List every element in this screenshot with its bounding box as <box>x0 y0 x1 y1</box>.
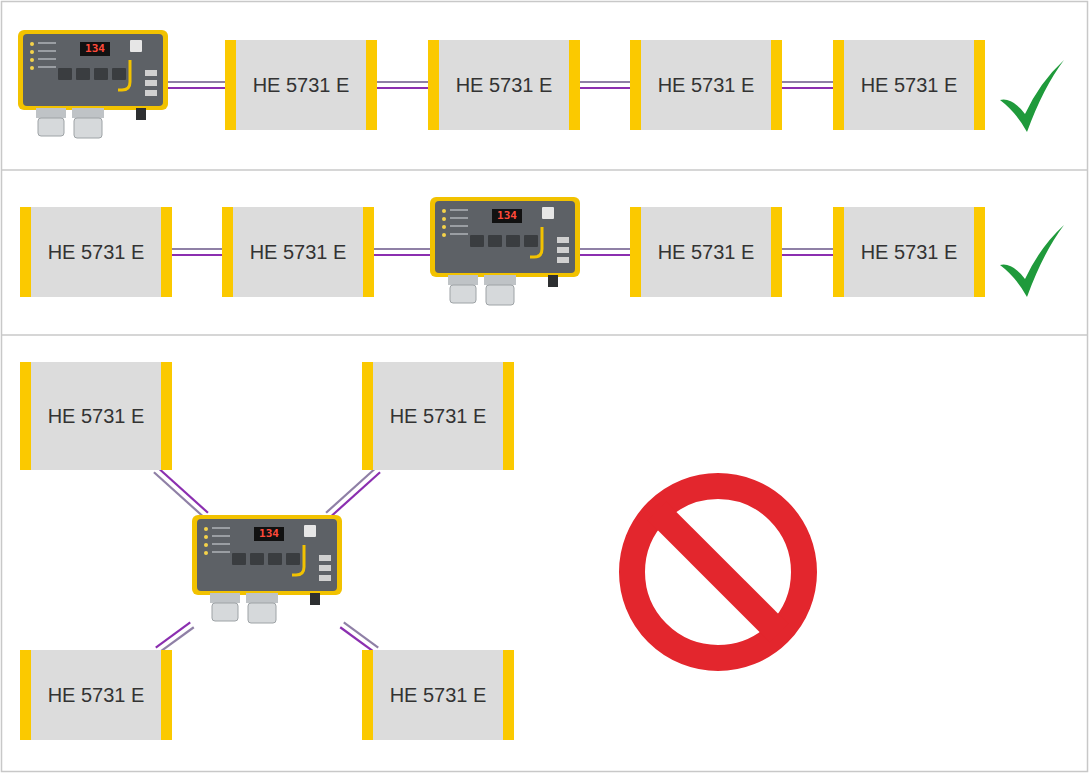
cable-wire <box>580 254 630 256</box>
cable-connector <box>782 249 833 255</box>
heater-module: HE 5731 E <box>20 362 172 470</box>
prohibition-ring <box>632 486 804 658</box>
cable-connector <box>374 249 430 255</box>
cable-connector <box>580 82 630 88</box>
cable-wire <box>154 472 204 517</box>
module-label: HE 5731 E <box>250 241 347 264</box>
cable-wire <box>782 81 833 83</box>
row-divider <box>2 169 1088 171</box>
check-mark <box>1000 225 1064 297</box>
row-divider <box>2 334 1088 336</box>
cable-wire <box>172 254 222 256</box>
heater-module: HE 5731 E <box>20 207 172 297</box>
module-label: HE 5731 E <box>861 241 958 264</box>
module-label: HE 5731 E <box>390 684 487 707</box>
cable-wire <box>374 248 430 250</box>
cable-connector <box>782 82 833 88</box>
cable-wire <box>580 81 630 83</box>
cable-wire <box>172 248 222 250</box>
cable-wire <box>377 87 428 89</box>
cable-wire <box>377 81 428 83</box>
display-reading: 134 <box>80 42 110 56</box>
cable-wire <box>580 87 630 89</box>
cable-connector <box>340 622 378 652</box>
cable-wire <box>168 87 225 89</box>
cable-wire <box>782 87 833 89</box>
cable-wire <box>326 468 376 513</box>
cable-wire <box>340 627 374 652</box>
module-label: HE 5731 E <box>48 405 145 428</box>
module-label: HE 5731 E <box>658 74 755 97</box>
controller-unit: 134 <box>192 515 342 625</box>
cable-wire <box>374 254 430 256</box>
cable-wire <box>168 81 225 83</box>
cable-connector <box>172 249 222 255</box>
heater-module: HE 5731 E <box>428 40 580 130</box>
heater-module: HE 5731 E <box>362 362 514 470</box>
display-reading: 134 <box>254 527 284 541</box>
module-label: HE 5731 E <box>48 684 145 707</box>
module-label: HE 5731 E <box>390 405 487 428</box>
cable-connector <box>326 468 380 517</box>
heater-module: HE 5731 E <box>630 40 782 130</box>
cable-connector <box>377 82 428 88</box>
cable-wire <box>580 248 630 250</box>
heater-module: HE 5731 E <box>630 207 782 297</box>
cable-wire <box>156 622 190 647</box>
heater-module: HE 5731 E <box>833 207 985 297</box>
cable-wire <box>344 622 378 647</box>
prohibition-bar <box>657 511 779 633</box>
cable-connector <box>156 622 194 652</box>
module-label: HE 5731 E <box>253 74 350 97</box>
cable-wire <box>159 627 193 652</box>
cable-wire <box>158 468 208 513</box>
cable-wire <box>782 248 833 250</box>
cable-wire <box>330 472 380 517</box>
display-reading: 134 <box>492 209 522 223</box>
heater-module: HE 5731 E <box>362 650 514 740</box>
heater-module: HE 5731 E <box>20 650 172 740</box>
cable-connector <box>154 468 208 517</box>
heater-module: HE 5731 E <box>225 40 377 130</box>
check-mark <box>1000 60 1064 132</box>
module-label: HE 5731 E <box>48 241 145 264</box>
controller-unit: 134 <box>18 30 168 140</box>
cable-connector <box>168 82 225 88</box>
controller-unit: 134 <box>430 197 580 307</box>
module-label: HE 5731 E <box>658 241 755 264</box>
prohibition-sign <box>632 486 804 658</box>
module-label: HE 5731 E <box>456 74 553 97</box>
heater-module: HE 5731 E <box>833 40 985 130</box>
heater-module: HE 5731 E <box>222 207 374 297</box>
cable-wire <box>782 254 833 256</box>
module-label: HE 5731 E <box>861 74 958 97</box>
cable-connector <box>580 249 630 255</box>
